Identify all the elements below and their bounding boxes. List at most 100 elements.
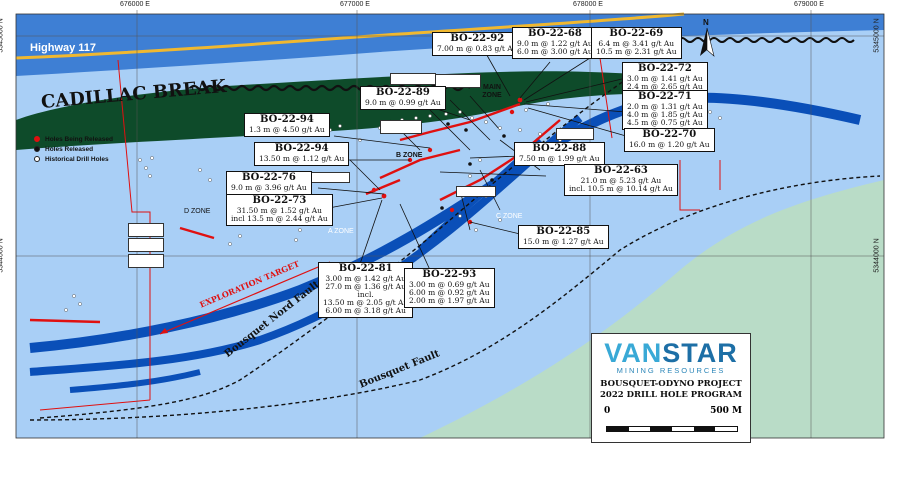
hole-intercept: 1.3 m @ 4.50 g/t Au [249,124,325,134]
hole-name: BO-22-73 [252,195,307,206]
hole-intercept: 15.0 m @ 1.27 g/t Au [523,236,604,246]
hole-bo-22-92: BO-22-92 7.00 m @ 0.83 g/t Au [432,32,523,56]
hole-intercept: 3.00 m @ 1.42 g/t Au [325,273,406,283]
annotation-box-minor [128,223,164,237]
hole-bo-22-70: BO-22-70 16.0 m @ 1.20 g/t Au [624,128,715,152]
logo-text-a: VAN [604,338,663,368]
hole-intercept: 6.4 m @ 3.41 g/t Au [598,38,675,48]
hole-intercept: 13.50 m @ 2.05 g/t Au [323,298,409,308]
hole-name: BO-22-88 [532,143,587,154]
hole-bo-22-94-a: BO-22-94 1.3 m @ 4.50 g/t Au [244,113,330,137]
white-dot-icon [34,156,40,162]
leader-lines [317,49,627,271]
legend-item-being-released: Holes Being Released [34,134,113,144]
hole-intercept: incl. 10.5 m @ 10.14 g/t Au [569,183,673,193]
hole-intercept: 27.0 m @ 1.36 g/t Au [325,281,406,291]
logo-text-b: STAR [662,338,738,368]
hole-intercept: 10.5 m @ 2.31 g/t Au [596,46,677,56]
hole-intercept: 9.0 m @ 3.96 g/t Au [231,182,307,192]
hole-bo-22-89: BO-22-89 9.0 m @ 0.99 g/t Au [360,86,446,110]
annotation-box-minor [556,128,594,140]
logo-tagline: MINING RESOURCES [616,366,726,375]
hole-intercept: 9.0 m @ 0.99 g/t Au [365,97,441,107]
a-zone-label: A ZONE [328,228,354,235]
hole-name: BO-22-89 [375,87,430,98]
highway-line [15,12,685,60]
hole-intercept: 4.5 m @ 0.75 g/t Au [627,117,703,127]
hole-intercept: 4.0 m @ 1.85 g/t Au [627,109,703,119]
hole-intercept: 16.0 m @ 1.20 g/t Au [629,139,710,149]
hole-intercept: 6.00 m @ 0.92 g/t Au [409,287,490,297]
hole-name: BO-22-94 [259,114,314,125]
scale-bar: 0 500 M [604,406,744,436]
arrow-head-left [160,328,168,334]
legend-label: Holes Released [45,145,94,153]
legend-item-historical: Historical Drill Holes [34,154,113,164]
hole-intercept: 6.00 m @ 3.18 g/t Au [325,306,406,316]
scale-end: 500 M [710,406,742,416]
corridor-band-4 [69,369,201,393]
annotation-box-minor [456,186,496,197]
hole-intercept: 9.0 m @ 1.22 g/t Au [517,38,593,48]
hole-bo-22-71: BO-22-71 2.0 m @ 1.31 g/t Au 4.0 m @ 1.8… [622,90,708,131]
hole-intercept: 2.0 m @ 1.31 g/t Au [627,101,703,111]
annotation-box-minor [128,238,164,252]
hole-intercept: incl 13.5 m @ 2.44 g/t Au [231,213,328,223]
legend-label: Historical Drill Holes [45,155,109,163]
legend-item-released: Holes Released [34,144,113,154]
scale-bar-graphic [606,426,738,432]
main-zone-label: MAIN ZONE [482,84,502,99]
released-holes [440,122,506,210]
northing-5345000-right: 5345000 N [873,18,881,53]
easting-679000: 679000 E [794,1,824,8]
hole-bo-22-68: BO-22-68 9.0 m @ 1.22 g/t Au 6.0 m @ 3.0… [512,27,598,59]
hole-intercept: 2.00 m @ 1.97 g/t Au [409,295,490,305]
company-logo: VANSTAR [592,340,750,367]
hole-name: BO-22-71 [637,91,692,102]
black-dot-icon [34,146,40,152]
hole-name: BO-22-69 [609,28,664,39]
legend-label: Holes Being Released [45,135,113,143]
hole-bo-22-76: BO-22-76 9.0 m @ 3.96 g/t Au [226,171,312,195]
red-dot-icon [34,136,40,142]
green-belt [16,71,690,150]
northing-5344000-right: 5344000 N [873,238,881,273]
easting-678000: 678000 E [573,1,603,8]
hole-bo-22-94-b: BO-22-94 13.50 m @ 1.12 g/t Au [254,142,350,166]
hole-bo-22-88: BO-22-88 7.50 m @ 1.99 g/t Au [514,142,605,166]
hole-intercept: incl. [357,289,374,299]
hole-intercept: 31.50 m @ 1.52 g/t Au [236,205,323,215]
annotation-box-minor [390,73,436,85]
hole-intercept: 3.0 m @ 1.41 g/t Au [627,73,703,83]
highway-label: Highway 117 [30,42,97,54]
easting-677000: 677000 E [340,1,370,8]
legend: Holes Being Released Holes Released Hist… [34,134,113,164]
hole-name: BO-22-94 [274,143,329,154]
hole-name: BO-22-93 [422,269,477,280]
scale-start: 0 [604,406,611,416]
d-zone-label: D ZONE [184,208,211,215]
hole-name: BO-22-81 [338,263,393,274]
hole-intercept: 7.50 m @ 1.99 g/t Au [519,153,600,163]
hole-intercept: 21.0 m @ 5.23 g/t Au [580,175,662,185]
hole-name: BO-22-63 [594,165,648,176]
annotation-box-minor [128,254,164,268]
hole-bo-22-85: BO-22-85 15.0 m @ 1.27 g/t Au [518,225,609,249]
hole-name: BO-22-85 [536,226,591,237]
hole-intercept: 2.4 m @ 2.65 g/t Au [627,81,703,91]
hole-name: BO-22-76 [241,172,296,183]
hole-name: BO-22-92 [450,33,505,44]
program-title: 2022 DRILL HOLE PROGRAM [600,390,742,400]
easting-676000: 676000 E [120,1,150,8]
bousquet-fault [29,175,881,421]
property-outline [39,57,721,411]
annotation-box-minor [380,120,422,134]
hole-bo-22-69: BO-22-69 6.4 m @ 3.41 g/t Au 10.5 m @ 2.… [591,27,682,59]
title-block: VANSTAR MINING RESOURCES BOUSQUET-ODYNO … [591,333,751,443]
hole-intercept: 13.50 m @ 1.12 g/t Au [259,153,345,163]
exploration-target-arrow [159,261,331,335]
northing-5345000-left: 5345000 N [0,18,5,53]
released-collars [371,97,523,225]
hole-intercept: 7.00 m @ 0.83 g/t Au [437,43,518,53]
hole-intercept: 6.0 m @ 3.00 g/t Au [517,46,593,56]
